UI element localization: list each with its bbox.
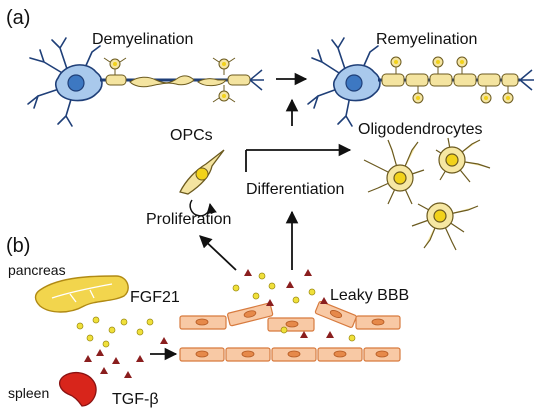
neuron-nucleus-left [67, 74, 85, 92]
proliferation-label: Proliferation [146, 211, 231, 228]
leaky-bbb-label: Leaky BBB [330, 287, 409, 304]
differentiation-label: Differentiation [246, 181, 344, 198]
demyelinated-neuron [27, 37, 264, 127]
spleen-organ [58, 371, 97, 407]
arrow-bbb-to-proliferation [199, 235, 237, 271]
opc-cell [179, 149, 225, 195]
tgf-beta-label: TGF-β [112, 391, 159, 408]
oligodendrocytes-label: Oligodendrocytes [358, 121, 483, 138]
remyelinated-neuron [307, 37, 534, 127]
spleen-label: spleen [8, 385, 49, 401]
fgf21-molecules [76, 272, 356, 348]
pancreas-organ [34, 275, 129, 313]
tgf-beta-molecules [84, 269, 334, 378]
panel-label-a: (a) [6, 7, 30, 29]
fgf21-label: FGF21 [130, 289, 180, 306]
bbb-lower-nuclei [195, 350, 389, 358]
proliferation-cycle-arrow [189, 199, 217, 217]
panel-label-b: (b) [6, 235, 30, 257]
remyelination-label: Remyelination [376, 31, 477, 48]
oligodendrocyte-cluster [363, 137, 491, 251]
pancreas-label: pancreas [8, 262, 66, 278]
neuron-nucleus-right [345, 74, 363, 92]
bbb-upper-nuclei [195, 310, 385, 328]
demyelination-label: Demyelination [92, 31, 193, 48]
opcs-label: OPCs [170, 127, 213, 144]
